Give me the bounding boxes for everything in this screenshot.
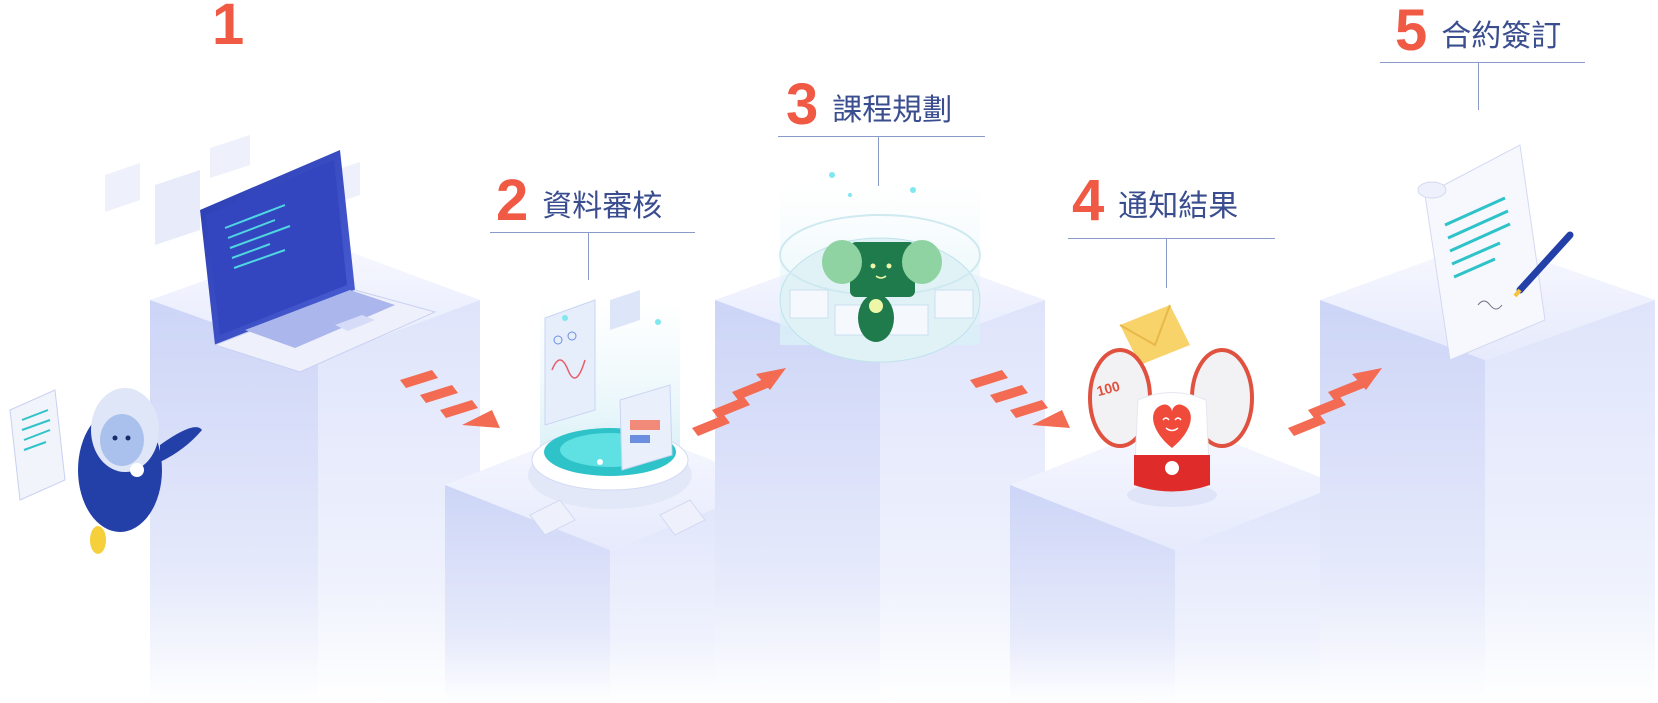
step-5-heading: 5 合約簽訂 bbox=[1395, 2, 1561, 60]
notification-mascot-icon: 100 bbox=[1088, 304, 1254, 507]
step-2-heading: 2 資料審核 bbox=[496, 172, 662, 230]
step-3-rule bbox=[778, 136, 985, 137]
arrow-4-to-5 bbox=[1288, 368, 1382, 436]
step-5-rule bbox=[1380, 62, 1585, 63]
step-2-number: 2 bbox=[496, 168, 529, 233]
step-4-rule bbox=[1068, 238, 1275, 239]
step-5-number: 5 bbox=[1395, 0, 1428, 63]
step-2-label: 資料審核 bbox=[542, 189, 663, 224]
pillar-1 bbox=[150, 240, 480, 703]
course-planning-icon bbox=[779, 172, 981, 363]
rocket-mascot-icon bbox=[9, 388, 202, 554]
step-5-label: 合約簽訂 bbox=[1441, 19, 1562, 54]
step-4-label: 通知結果 bbox=[1118, 189, 1239, 224]
contract-icon bbox=[1417, 144, 1574, 361]
step-4-number: 4 bbox=[1072, 168, 1105, 233]
step-3-number: 3 bbox=[786, 72, 819, 137]
step-4-tick bbox=[1166, 238, 1167, 288]
step-4-heading: 4 通知結果 bbox=[1072, 172, 1238, 230]
laptop-icon bbox=[105, 135, 437, 373]
scanner-icon bbox=[528, 290, 706, 536]
step-1-number: 1 bbox=[212, 0, 245, 57]
arrow-1-to-2 bbox=[400, 370, 500, 428]
step-2-rule bbox=[490, 232, 695, 233]
arrow-2-to-3 bbox=[692, 368, 786, 436]
step-2-tick bbox=[588, 232, 589, 280]
mascot-badge: 100 bbox=[1095, 378, 1122, 400]
step-3-label: 課程規劃 bbox=[832, 93, 953, 128]
step-3-tick bbox=[878, 136, 879, 186]
arrow-3-to-4 bbox=[970, 370, 1070, 428]
step-1-heading: 1 bbox=[212, 0, 258, 54]
step-3-heading: 3 課程規劃 bbox=[786, 76, 952, 134]
step-5-tick bbox=[1478, 62, 1479, 110]
